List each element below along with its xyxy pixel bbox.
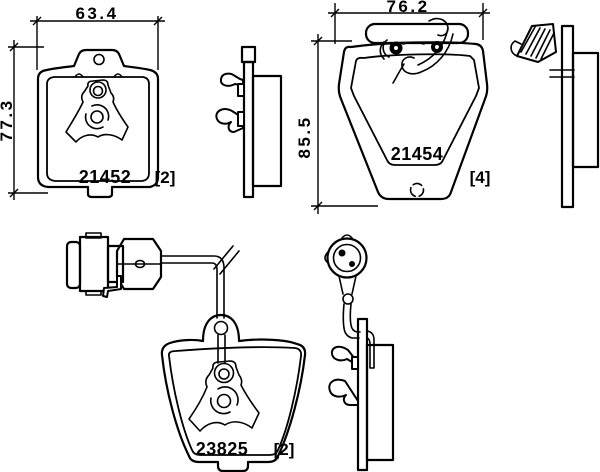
retaining-clip-lower (215, 108, 244, 133)
dimension-ticks (313, 36, 323, 211)
clip-notch (351, 356, 359, 370)
friction-pad (251, 74, 283, 188)
sensor-plug-inner (332, 243, 362, 273)
dimension-height-pad2: 85.5 (295, 34, 378, 214)
sensor-plug-tabs (324, 234, 353, 264)
sensor-plug-outer (326, 237, 368, 279)
dimension-lines (30, 16, 165, 70)
wire-break-slashes (213, 245, 240, 275)
connector-housing (78, 235, 110, 293)
dimension-lines (328, 3, 490, 44)
pad1-inner-contour (46, 76, 150, 182)
pad3-wire-grommet (213, 320, 229, 336)
pad1-side-view (215, 45, 283, 199)
pad1-part-number: 21452 (79, 167, 132, 187)
backplate (356, 317, 369, 472)
sensor-plug-pin-2 (349, 261, 355, 267)
clip-notch-lower (237, 111, 245, 127)
pad3-quantity-badge: [2] (274, 440, 295, 459)
pad3-outline (160, 313, 307, 472)
wear-top-circle (89, 81, 107, 99)
pad1-tab-hole (93, 53, 105, 66)
pad3-side-view (324, 234, 395, 472)
wear-top-circle (213, 362, 235, 384)
wear-center-circle (216, 393, 232, 409)
friction-pad (571, 51, 600, 169)
backplate (242, 60, 255, 199)
pad2-part-number: 21454 (391, 144, 444, 164)
pad1-tab-base-arcs (74, 73, 123, 78)
sensor-body-eyelet (134, 259, 146, 269)
dimension-width-pad1: 63.4 (30, 4, 165, 70)
sensor-wire-left (342, 303, 361, 339)
sensor-wire (160, 245, 240, 319)
wear-top-circle-inner (218, 368, 230, 380)
wear-center-circle (90, 110, 104, 124)
retaining-clip-upper (219, 72, 244, 87)
pad1-wear-indicator-shape (65, 79, 129, 143)
clip-hatching (520, 26, 555, 60)
dimension-height-pad1: 77.3 (0, 40, 48, 200)
wear-shape-outline (188, 360, 260, 432)
pad3-front-view: 23825 [2] (160, 313, 307, 472)
mounting-bracket (102, 275, 122, 298)
wear-top-circle-inner (92, 85, 104, 97)
pad2-outline (337, 41, 489, 201)
connector-tab-top (85, 232, 102, 239)
pad3-internal-wire (217, 334, 226, 364)
pad2-spring-clip (379, 17, 454, 84)
friction-pad (365, 343, 395, 462)
dimension-ticks (9, 42, 19, 198)
wear-sensor-connector (65, 232, 240, 319)
wear-center-arcs (84, 104, 110, 130)
pad2-quantity-badge: [4] (470, 168, 491, 187)
dimension-ticks (32, 16, 163, 26)
pad2-inner-contour (350, 53, 480, 166)
backplate-top-cap (240, 45, 257, 64)
sensor-body-hex (115, 237, 163, 291)
pad3-part-number: 23825 (196, 439, 249, 459)
spring-clip-side (510, 23, 575, 78)
sensor-neck (338, 275, 357, 295)
pad1-front-view: 21452 [2] (36, 48, 176, 199)
backplate (560, 24, 575, 209)
pad2-bottom-hole (409, 182, 425, 198)
pad1-quantity-badge: [2] (155, 168, 176, 187)
pad2-height-label: 85.5 (295, 115, 314, 158)
sensor-neck-eyelet (342, 293, 354, 305)
clip-hook (510, 40, 522, 57)
pad1-width-label: 63.4 (75, 4, 118, 23)
wire-lines (160, 255, 225, 319)
sensor-plug-pin-1 (338, 249, 346, 257)
wear-shape-outline (65, 79, 129, 143)
dimension-ticks (330, 8, 488, 18)
pad3-inner-contour (167, 346, 303, 456)
connector-end-cap (65, 240, 82, 290)
clip-pin-right-center (435, 45, 439, 49)
clip-spring-wire (379, 17, 454, 84)
connector-tab-bottom (85, 290, 102, 296)
pad2-front-view: 21454 [4] (337, 17, 491, 201)
retaining-clip-lower (328, 378, 359, 406)
dimension-width-pad2: 76.2 (328, 0, 490, 44)
pad1-outline (36, 48, 160, 199)
wear-center-arcs (209, 386, 239, 415)
pad1-height-label: 77.3 (0, 98, 16, 141)
clip-crossbar (549, 69, 575, 78)
clip-pin-left-center (394, 46, 398, 50)
pad2-side-view (510, 23, 600, 209)
pad2-width-label: 76.2 (386, 0, 429, 16)
clip-notch-upper (237, 83, 245, 97)
pad3-wear-indicator-shape (188, 360, 260, 432)
